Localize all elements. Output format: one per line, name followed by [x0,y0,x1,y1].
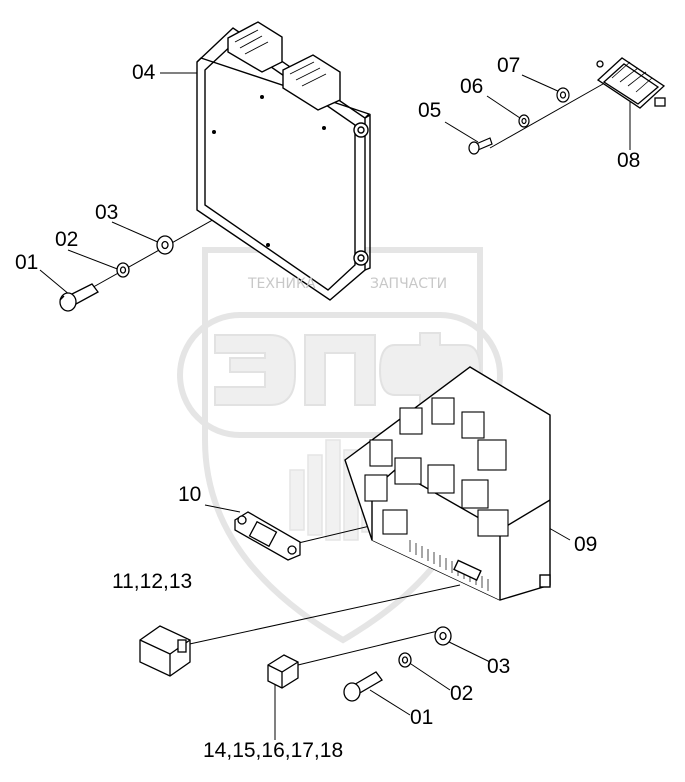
callout-05: 05 [418,99,442,122]
lock-washer-icon [398,652,412,668]
callout-01-top: 01 [15,251,39,274]
callout-01-bottom: 01 [410,706,434,729]
callout-07: 07 [497,54,521,77]
fuse-icon [267,654,299,689]
screw-icon [468,137,493,155]
callout-02-top: 02 [55,228,79,251]
callout-14-18: 14,15,16,17,18 [203,739,344,762]
callout-02-bottom: 02 [450,682,474,705]
lock-washer-icon [518,114,530,128]
watermark-text-left: ТЕХНИКА [248,276,316,292]
callout-09: 09 [574,533,598,556]
bolt-icon [59,283,99,312]
fuse-relay-box-icon [344,366,551,601]
callout-04: 04 [132,61,156,84]
lock-washer-icon [116,262,130,278]
flat-washer-icon [556,87,570,103]
callout-03-top: 03 [95,201,119,224]
callout-08: 08 [617,149,641,172]
callout-11-12-13: 11,12,13 [112,570,193,593]
callout-10: 10 [178,483,202,506]
watermark-text-right: ЗАПЧАСТИ [370,276,448,292]
bolt-icon [343,671,383,702]
bracket-icon [234,511,301,561]
callout-03-bottom: 03 [487,655,511,678]
callout-06: 06 [460,75,484,98]
flat-washer-icon [156,235,174,255]
flat-washer-icon [434,626,452,646]
relay-icon [139,625,191,677]
control-unit-icon [196,21,371,301]
resistor-icon [596,57,666,109]
